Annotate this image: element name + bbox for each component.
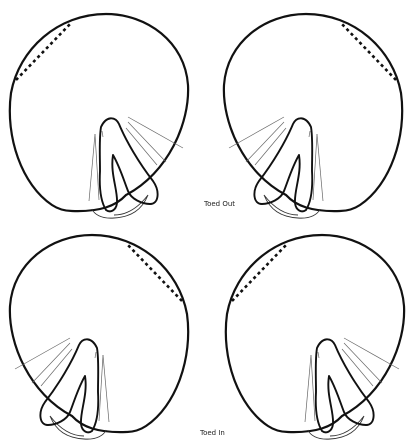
hoof-bottom-right [226, 235, 404, 439]
label-toed-in: Toed In [199, 429, 225, 437]
hoof-top-right [224, 14, 402, 218]
label-toed-out: Toed Out [203, 200, 235, 208]
hoof-top-left [10, 14, 188, 218]
hoof-bottom-left [10, 235, 188, 439]
